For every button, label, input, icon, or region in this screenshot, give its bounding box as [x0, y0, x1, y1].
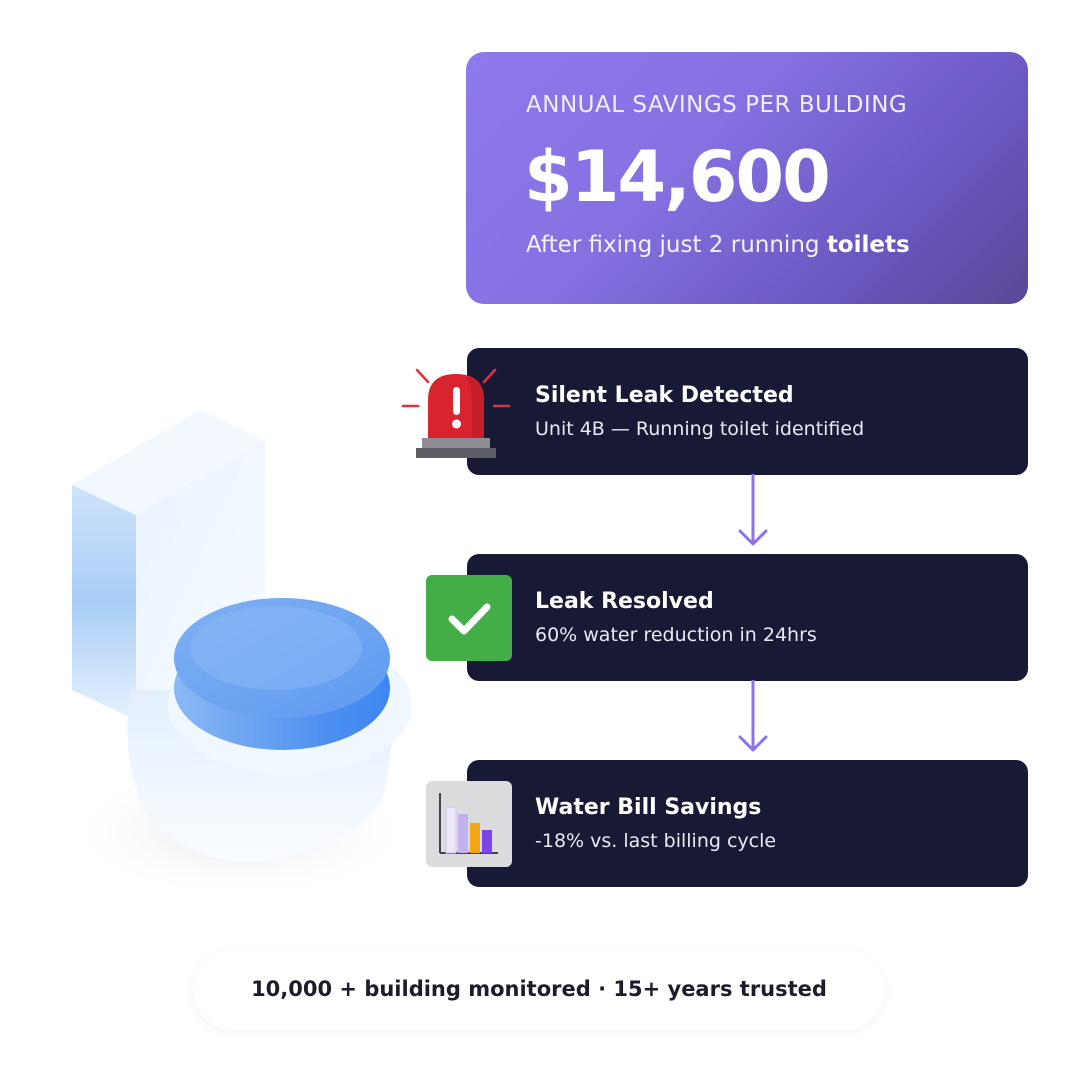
trust-footer: 10,000 + building monitored · 15+ years … — [193, 950, 885, 1030]
step-card-leak-resolved: Leak Resolved 60% water reduction in 24h… — [467, 554, 1028, 681]
checkmark-badge — [426, 575, 512, 661]
savings-subtitle-emphasis: toilets — [826, 232, 910, 258]
savings-eyebrow: ANNUAL SAVINGS PER BULDING — [526, 92, 908, 118]
savings-subtitle: After fixing just 2 running toilets — [526, 232, 910, 258]
step-title: Silent Leak Detected — [535, 383, 794, 408]
step-card-leak-detected: Silent Leak Detected Unit 4B — Running t… — [467, 348, 1028, 475]
bar-chart-badge — [426, 781, 512, 867]
trust-footer-text: 10,000 + building monitored · 15+ years … — [251, 977, 827, 1001]
connector-arrow — [738, 474, 768, 546]
checkmark-icon — [448, 603, 491, 635]
step-card-water-bill-savings: Water Bill Savings -18% vs. last billing… — [467, 760, 1028, 887]
alarm-siren-icon — [401, 368, 511, 458]
step-title: Water Bill Savings — [535, 795, 762, 820]
bar-chart-icon — [439, 793, 498, 854]
toilet-illustration — [65, 410, 415, 900]
step-description: -18% vs. last billing cycle — [535, 830, 777, 852]
savings-amount: $14,600 — [524, 136, 831, 218]
savings-subtitle-prefix: After fixing just 2 running — [526, 232, 827, 258]
step-description: 60% water reduction in 24hrs — [535, 624, 817, 646]
connector-arrow — [738, 680, 768, 752]
step-title: Leak Resolved — [535, 589, 714, 614]
step-description: Unit 4B — Running toilet identified — [535, 418, 865, 440]
annual-savings-card: ANNUAL SAVINGS PER BULDING $14,600 After… — [466, 52, 1028, 304]
